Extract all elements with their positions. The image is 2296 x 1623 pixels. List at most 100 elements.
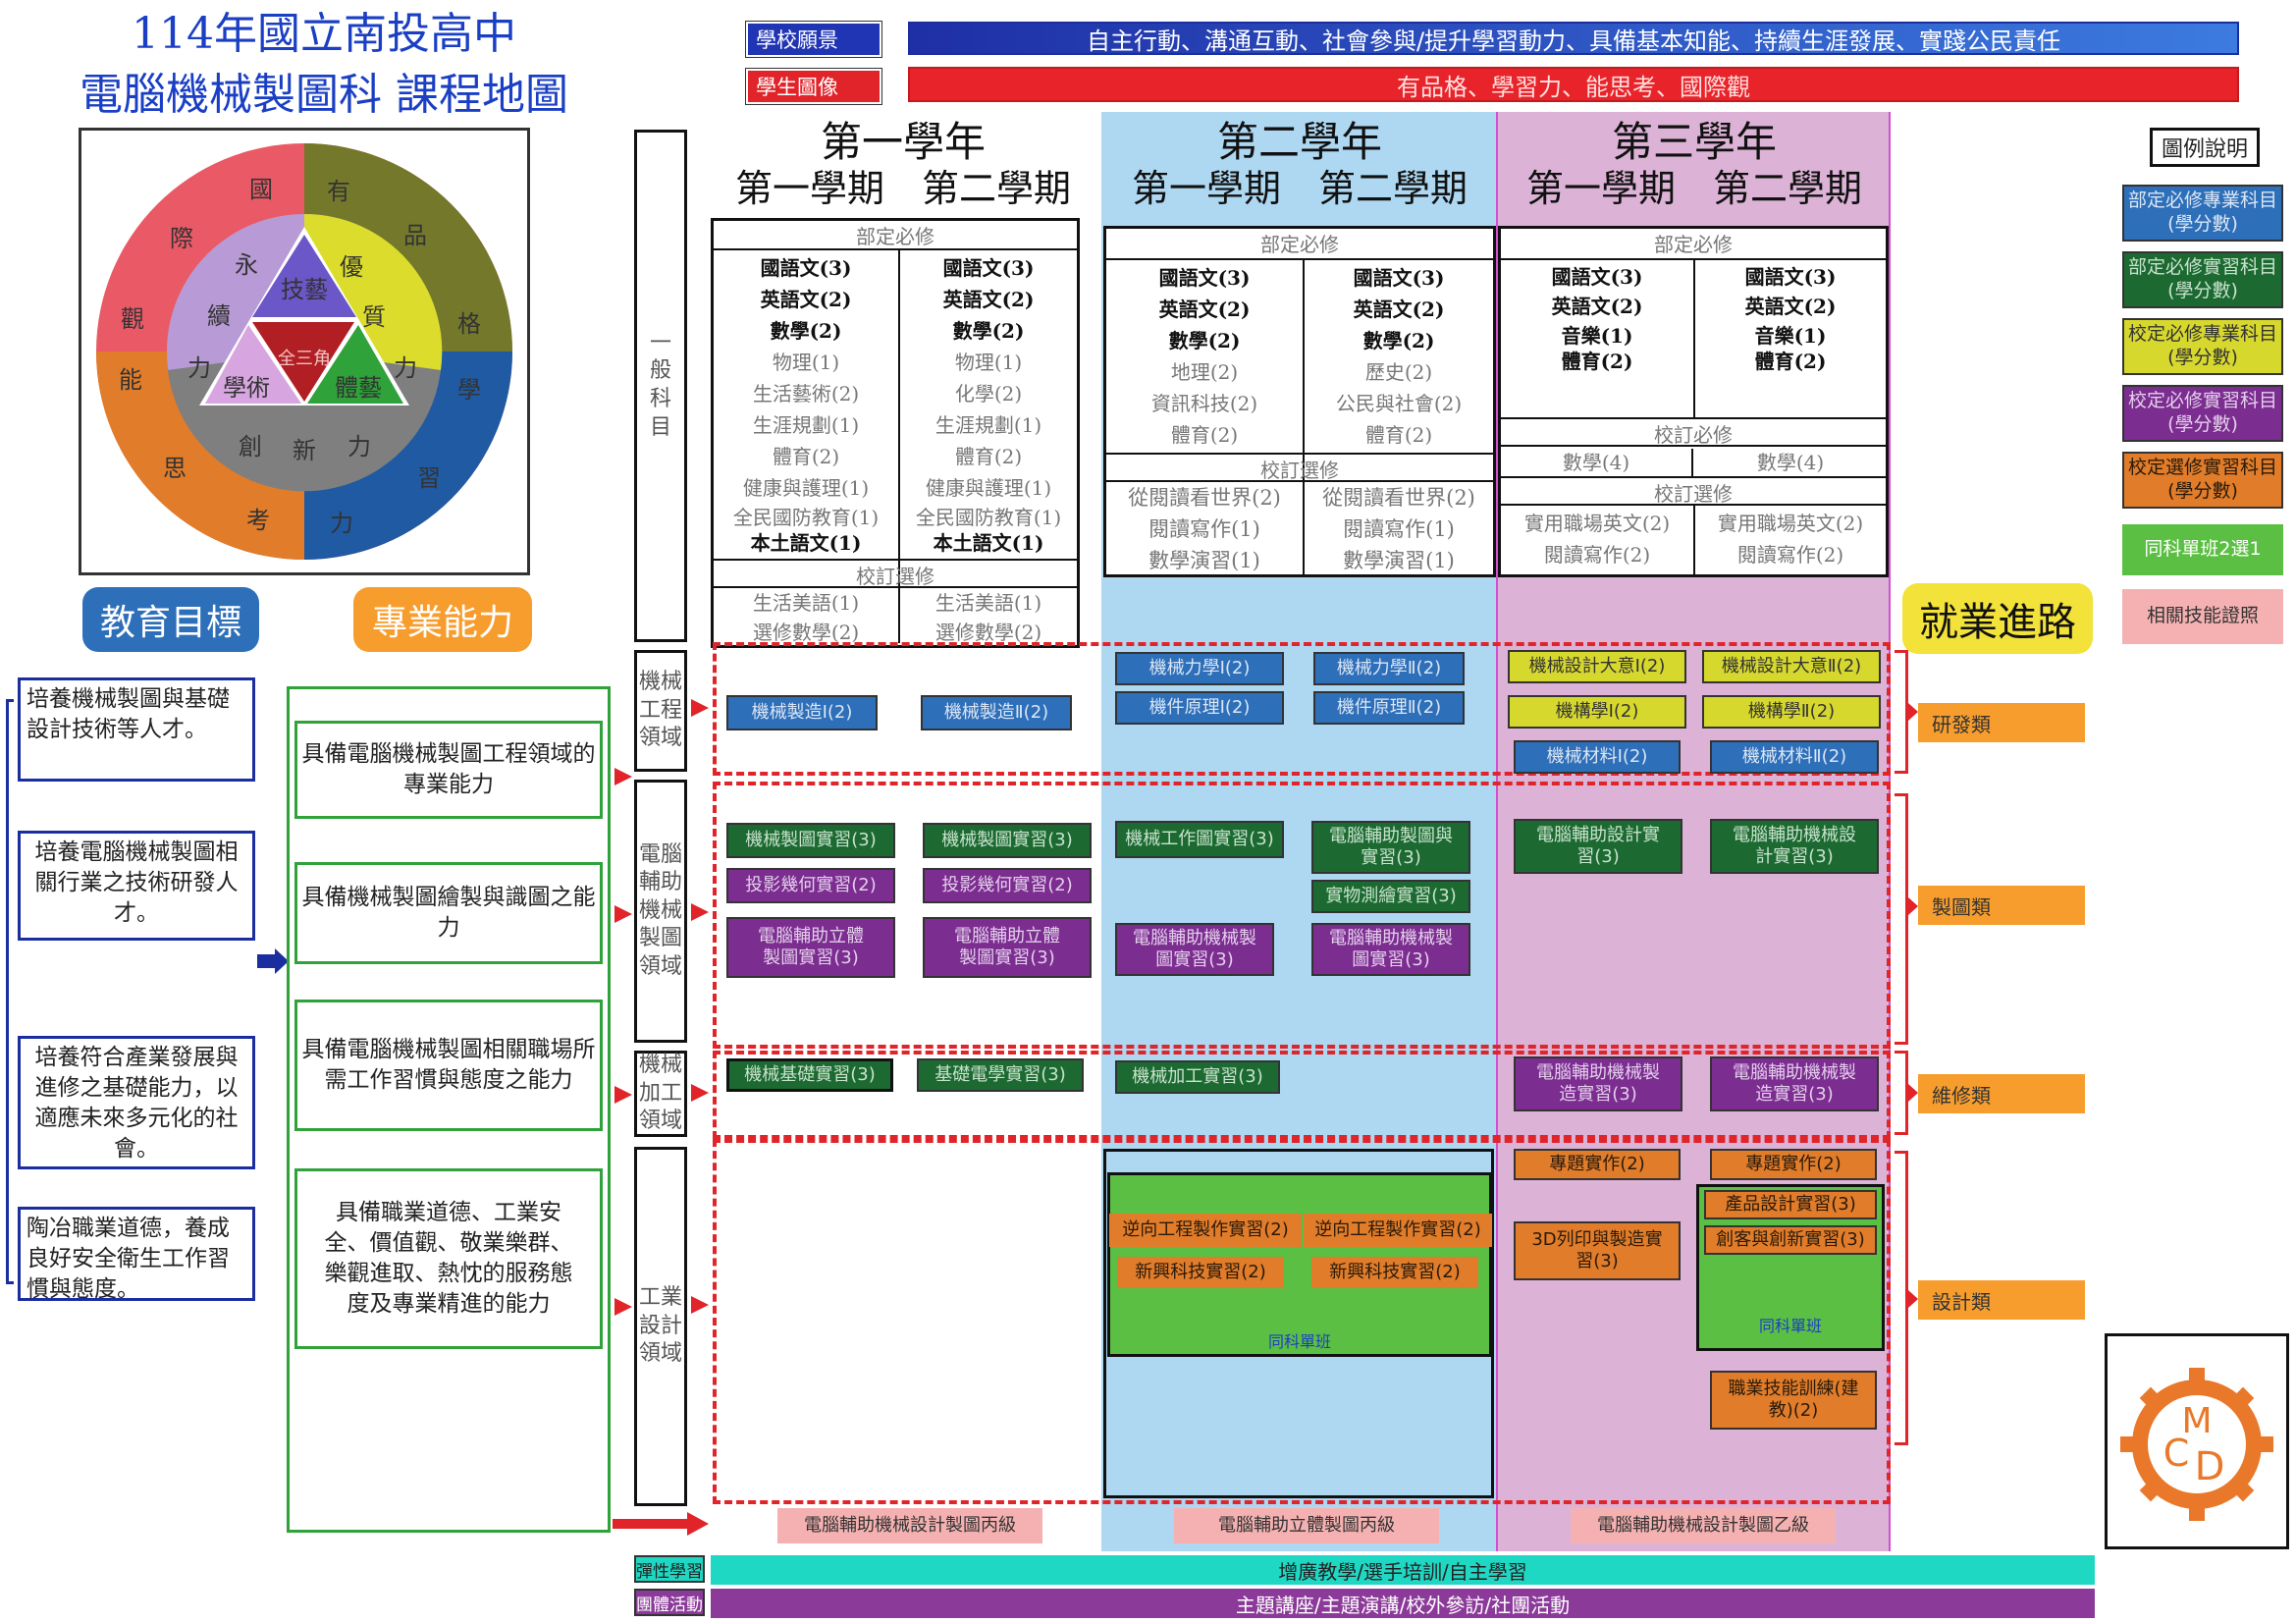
career-maintenance: 維修類: [1918, 1074, 2085, 1113]
course-mech-y3-5: 機械材料Ⅰ(2): [1514, 740, 1681, 774]
vision-banner: 自主行動、溝通互動、社會參與/提升學習動力、具備基本知能、持續生涯發展、實踐公民…: [908, 22, 2239, 55]
goal-4: 陶冶職業道德，養成良好安全衛生工作習慣與態度。: [18, 1207, 255, 1302]
course-des-9: 創客與創新實習(3): [1704, 1225, 1877, 1255]
legend-item-1: 部定必修專業科目(學分數): [2122, 185, 2283, 242]
triangle-label: 技藝: [281, 276, 328, 303]
course-mech-y2-4: 機件原理Ⅱ(2): [1313, 691, 1465, 725]
career-drafting: 製圖類: [1918, 886, 2085, 925]
course: 數學(2): [1362, 329, 1435, 352]
middle-char: 力: [394, 354, 417, 382]
logo-letter: C: [2163, 1432, 2190, 1475]
y3-divider: [1693, 260, 1695, 417]
y3s2-math: 數學(4): [1756, 451, 1825, 474]
course-cad-9: 實物測繪實習(3): [1311, 880, 1470, 913]
course: 數學演習(1): [1148, 549, 1260, 572]
cad-frame: [713, 782, 1891, 1049]
course: 國語文(3): [942, 256, 1035, 280]
course: 閱讀寫作(2): [1736, 543, 1844, 567]
y3s2-elective-list: 實用職場英文(2) 閱讀寫作(2): [1695, 508, 1886, 570]
outer-char: 考: [246, 507, 270, 534]
course: 音樂(1): [1561, 324, 1633, 348]
y3-elective-header: 校訂選修: [1501, 476, 1886, 506]
outer-char: 有: [327, 178, 350, 205]
design-y3-class-note: 同科單班: [1758, 1317, 1822, 1335]
y3-school-required-header: 校訂必修: [1501, 417, 1886, 447]
y3s1-required-list: 國語文(3) 英語文(2) 音樂(1) 體育(2): [1501, 262, 1693, 372]
course: 英語文(2): [1744, 295, 1837, 318]
course-mech-y3-2: 機械設計大意Ⅱ(2): [1702, 650, 1881, 683]
course-cad-1: 機械製圖實習(3): [726, 823, 895, 858]
course: 實用職場英文(2): [1717, 512, 1864, 535]
domain-design: 工業設計領域: [634, 1147, 687, 1506]
course: 地理(2): [1170, 360, 1239, 384]
y2s1-elective-list: 從閱讀看世界(2) 閱讀寫作(1) 數學演習(1): [1106, 482, 1303, 576]
legend-item-2: 部定必修實習科目(學分數): [2122, 251, 2283, 308]
course-cad-6: 電腦輔助立體製圖實習(3): [923, 917, 1092, 978]
course: 生涯規劃(1): [752, 413, 860, 437]
year3-title: 第三學年: [1611, 118, 1777, 166]
year1-header: 第一學年 第一學期 第二學期: [707, 118, 1099, 212]
course-mech-y3-1: 機械設計大意Ⅰ(2): [1508, 650, 1686, 683]
course: 健康與護理(1): [742, 476, 870, 500]
course-cad-13: 電腦輔助機械設計實習(3): [1710, 819, 1879, 874]
triangle-right: [307, 325, 403, 404]
course-mac-5: 電腦輔助機械製造實習(3): [1710, 1056, 1879, 1111]
y3-divider-2: [1693, 506, 1695, 574]
legend-item-5: 校定選修實習科目(學分數): [2122, 452, 2283, 509]
course-des-3: 新興科技實習(2): [1117, 1257, 1284, 1288]
wheel-graphic: 國 際 觀 能 思 考 力 習 學 格 品 有 永 續 力 優 質 力 創 新 …: [96, 143, 512, 560]
year2-title: 第二學年: [1216, 118, 1382, 166]
y2s2-elective-list: 從閱讀看世界(2) 閱讀寫作(1) 數學演習(1): [1305, 482, 1493, 576]
middle-char: 永: [235, 251, 258, 279]
y1s1-required-list: 國語文(3) 英語文(2) 數學(2) 物理(1) 生活藝術(2) 生涯規劃(1…: [714, 252, 898, 555]
vision-label: 學校願景: [745, 21, 882, 58]
course: 體育(2): [1561, 350, 1633, 373]
domain-machining: 機械加工領域: [634, 1051, 687, 1137]
arrow-ability-2: [614, 905, 632, 923]
title-line1: 114年國立南投高中: [132, 9, 516, 59]
outer-char: 習: [417, 464, 441, 492]
outer-char: 力: [330, 510, 353, 537]
course-des-1: 逆向工程製作實習(2): [1109, 1214, 1302, 1247]
course: 生活美語(1): [752, 591, 860, 615]
cert-3: 電腦輔助機械設計製圖乙級: [1571, 1508, 1836, 1543]
course: 選修數學(2): [934, 621, 1042, 644]
course: 物理(1): [772, 351, 840, 374]
course-cad-12: 電腦輔助設計實習(3): [1514, 819, 1682, 874]
y3-required-header: 部定必修: [1501, 229, 1886, 260]
arrow-to-design: [691, 1296, 709, 1314]
middle-char: 新: [293, 437, 316, 464]
course: 全民國防教育(1): [915, 506, 1062, 529]
y2-elective-header: 校訂選修: [1106, 453, 1493, 482]
career-arrow-1: [1908, 703, 1918, 721]
arrow-to-certs-shaft: [613, 1519, 689, 1529]
design-y2-class-note: 同科單班: [1267, 1332, 1331, 1351]
career-design: 設計類: [1918, 1280, 2085, 1320]
course: 從閱讀看世界(2): [1322, 486, 1475, 510]
general-y1-box: 部定必修 國語文(3) 英語文(2) 數學(2) 物理(1) 生活藝術(2) 生…: [711, 218, 1080, 648]
year3-semesters: 第一學期 第二學期: [1525, 167, 1862, 211]
logo-letter: M: [2181, 1401, 2212, 1441]
legend-item-7: 相關技能證照: [2122, 589, 2283, 644]
y1s1-elective-list: 生活美語(1) 選修數學(2): [714, 588, 898, 647]
course: 生活美語(1): [934, 591, 1042, 615]
general-y2-box: 部定必修 國語文(3) 英語文(2) 數學(2) 地理(2) 資訊科技(2) 體…: [1103, 226, 1496, 577]
course-mech-y2-1: 機械力學Ⅰ(2): [1115, 652, 1284, 685]
goals-to-abilities-arrowhead: [275, 948, 289, 974]
general-y3-box: 部定必修 國語文(3) 英語文(2) 音樂(1) 體育(2) 國語文(3) 英語…: [1498, 226, 1889, 577]
course-cad-11: 電腦輔助機械製圖實習(3): [1311, 923, 1470, 976]
core-competency-wheel: 國 際 觀 能 思 考 力 習 學 格 品 有 永 續 力 優 質 力 創 新 …: [79, 128, 530, 575]
legend-item-6: 同科單班2選1: [2122, 524, 2283, 575]
course: 音樂(1): [1754, 324, 1827, 348]
course: 資訊科技(2): [1150, 392, 1258, 415]
course: 實用職場英文(2): [1523, 512, 1671, 535]
course: 選修數學(2): [752, 621, 860, 644]
course: 本土語文(1): [933, 531, 1044, 555]
career-bracket-4: [1895, 1151, 1908, 1445]
outer-char: 觀: [121, 305, 144, 333]
y2s2-required-list: 國語文(3) 英語文(2) 數學(2) 歷史(2) 公民與社會(2) 體育(2): [1305, 262, 1493, 451]
middle-char: 力: [347, 433, 371, 460]
career-pill: 就業進路: [1902, 583, 2093, 654]
outer-char: 國: [249, 176, 273, 203]
course: 數學演習(1): [1343, 549, 1455, 572]
